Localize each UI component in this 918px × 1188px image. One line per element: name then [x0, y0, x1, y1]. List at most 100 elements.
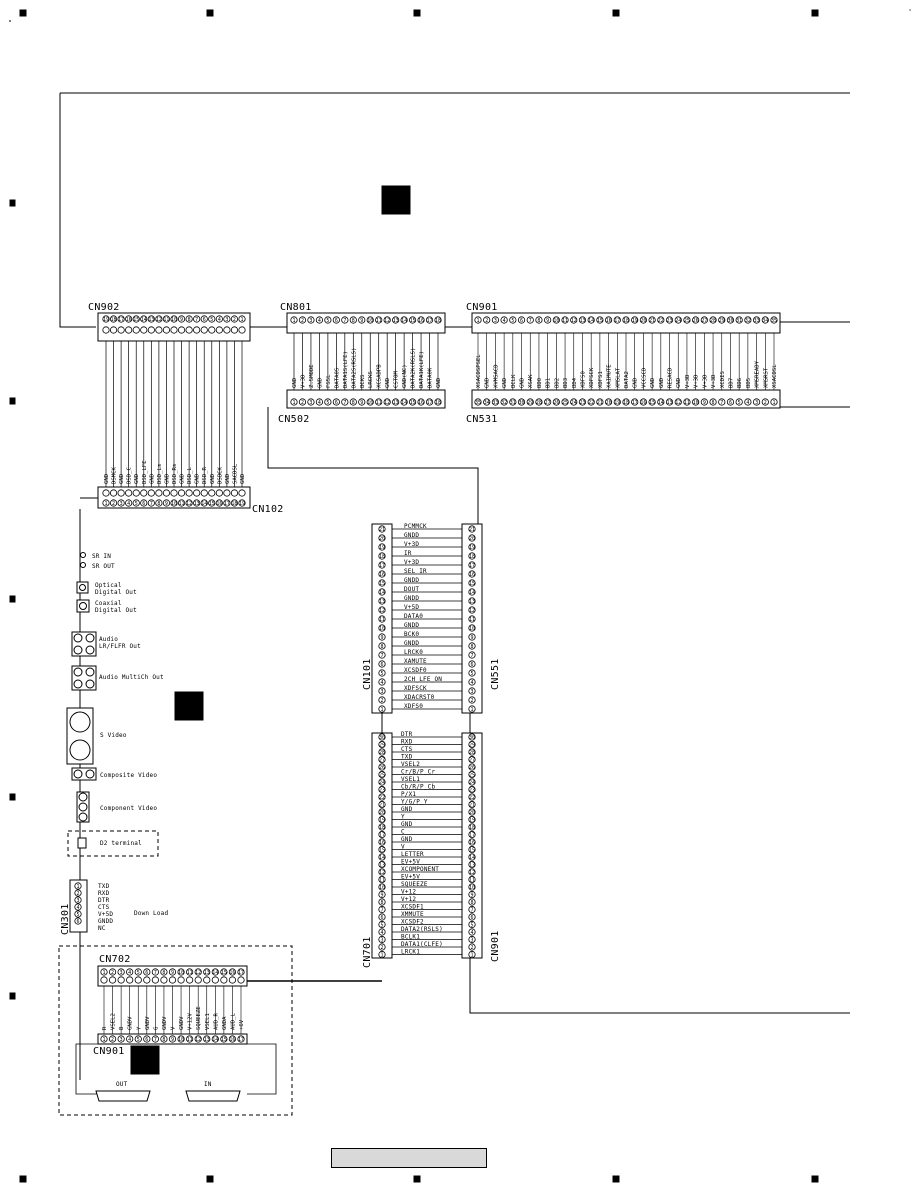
cn551-pin — [468, 543, 476, 551]
cn102-pin — [162, 489, 171, 497]
pin-number: 18 — [379, 554, 385, 560]
cn901-signal: XDFS0 — [580, 371, 586, 388]
cn102-pin — [155, 499, 163, 507]
pin-number: 2 — [470, 698, 473, 704]
cn902-pin — [109, 326, 118, 334]
cn102-pin — [215, 499, 223, 507]
cn531-pin — [491, 398, 500, 406]
cn101-pin — [378, 534, 386, 542]
pin-number: 17 — [238, 1037, 244, 1043]
pin-number: 25 — [684, 318, 690, 324]
cn901-signal: XSAK — [528, 374, 534, 388]
cn701-signal: DTR — [401, 731, 413, 738]
cn901c-wire — [247, 1043, 277, 1095]
cn901-signal: RESACD — [668, 367, 674, 388]
cn701-signal: V — [401, 844, 405, 851]
s-video-port — [69, 739, 91, 761]
pin-number: 10 — [379, 626, 385, 632]
cn301-signal: RXD — [98, 890, 110, 897]
cn102-signal: GND — [195, 473, 201, 484]
pin-number: 10 — [367, 400, 373, 406]
pin-number: 16 — [469, 840, 475, 846]
wire-cn502-cn101 — [267, 407, 479, 524]
cn901b-pin — [468, 913, 476, 921]
cn702-lower-pin — [100, 1035, 108, 1043]
cn801-pin — [349, 316, 357, 324]
cn531-pin — [648, 398, 656, 406]
cn901-pin — [709, 316, 717, 324]
cn801-signal: GND — [317, 377, 323, 388]
cn701-signal: XCSDF1 — [401, 904, 424, 911]
cn902-pin — [200, 315, 208, 323]
pin-number: 9 — [470, 892, 473, 898]
cn702-pin — [151, 976, 159, 984]
cn102-pin — [170, 499, 178, 507]
cn701-pin — [378, 868, 386, 876]
cn102-pin — [238, 499, 246, 507]
pin-number: 7 — [343, 400, 346, 406]
section-marker — [381, 185, 411, 215]
pin-number: 19 — [103, 317, 109, 323]
pin-number: 2 — [112, 501, 115, 507]
cn702-signal: V+12V — [188, 1013, 194, 1030]
cn902-pin — [193, 326, 201, 334]
cn701-pin — [378, 913, 386, 921]
pin-number: 25 — [469, 772, 475, 778]
cn901-signal: BD2 — [554, 378, 560, 388]
pin-number: 6 — [203, 317, 206, 323]
cn551-pin — [468, 561, 476, 569]
cn902-pin — [208, 315, 216, 323]
pin-number: 13 — [148, 317, 154, 323]
cn701-pin — [378, 755, 386, 764]
pin-number: 3 — [380, 937, 383, 943]
pin-number: 12 — [469, 608, 475, 614]
pin-number: 1 — [104, 501, 107, 507]
cn702-pin — [126, 968, 134, 976]
cn101-signal: GNDD — [404, 532, 419, 539]
cn102-pin — [155, 489, 163, 497]
cn102-pin — [147, 489, 155, 497]
pin-number: 3 — [120, 970, 123, 976]
pin-number: 12 — [195, 970, 201, 976]
cn702-lower-pin — [126, 1035, 134, 1043]
cn702-pin — [203, 976, 211, 984]
cn901b-pin — [468, 815, 476, 824]
cn901-pin — [665, 316, 674, 324]
pin-number: 12 — [384, 318, 390, 324]
cn531-pin — [622, 398, 630, 406]
cn701-signal: Cb/R/P_Cb — [401, 784, 435, 791]
cn701-pin — [378, 770, 386, 779]
cn101-signal: DOUT — [404, 586, 419, 593]
pin-number: 13 — [379, 599, 385, 605]
cn551-pin — [468, 687, 476, 695]
cn101-pin — [378, 588, 386, 596]
cn902-pin — [140, 326, 148, 334]
pin-number: 8 — [470, 644, 473, 650]
pin-number: 17 — [238, 970, 244, 976]
cn702-pin — [168, 976, 177, 984]
rca-port — [73, 667, 83, 677]
cn801-pin — [392, 316, 400, 324]
rca-port — [78, 812, 88, 822]
cn701-signal: EV+5V — [401, 859, 420, 866]
cn701-pin — [378, 763, 386, 771]
pin-number: 16 — [418, 318, 424, 324]
cn531-pin — [700, 398, 708, 406]
pin-number: 16 — [379, 572, 385, 578]
cn502-pin — [383, 398, 391, 406]
cn701-signal: EV+5V — [401, 874, 420, 881]
cn901-signal: BD7 — [728, 378, 734, 388]
pin-number: 6 — [380, 662, 383, 668]
cn702-pin — [228, 976, 237, 984]
pin-number: 18 — [111, 317, 117, 323]
cn551-pin — [468, 705, 476, 713]
cn701-pin — [378, 793, 386, 801]
jack-label: Coaxial — [95, 600, 122, 607]
cn901-signal: GND — [650, 377, 656, 388]
pin-number: 3 — [755, 400, 758, 406]
pin-number: 9 — [360, 400, 363, 406]
cn102-pin — [109, 489, 118, 497]
cn301-pin — [74, 903, 82, 911]
cn901-pin — [483, 316, 491, 324]
cn102-label: CN102 — [252, 504, 284, 515]
